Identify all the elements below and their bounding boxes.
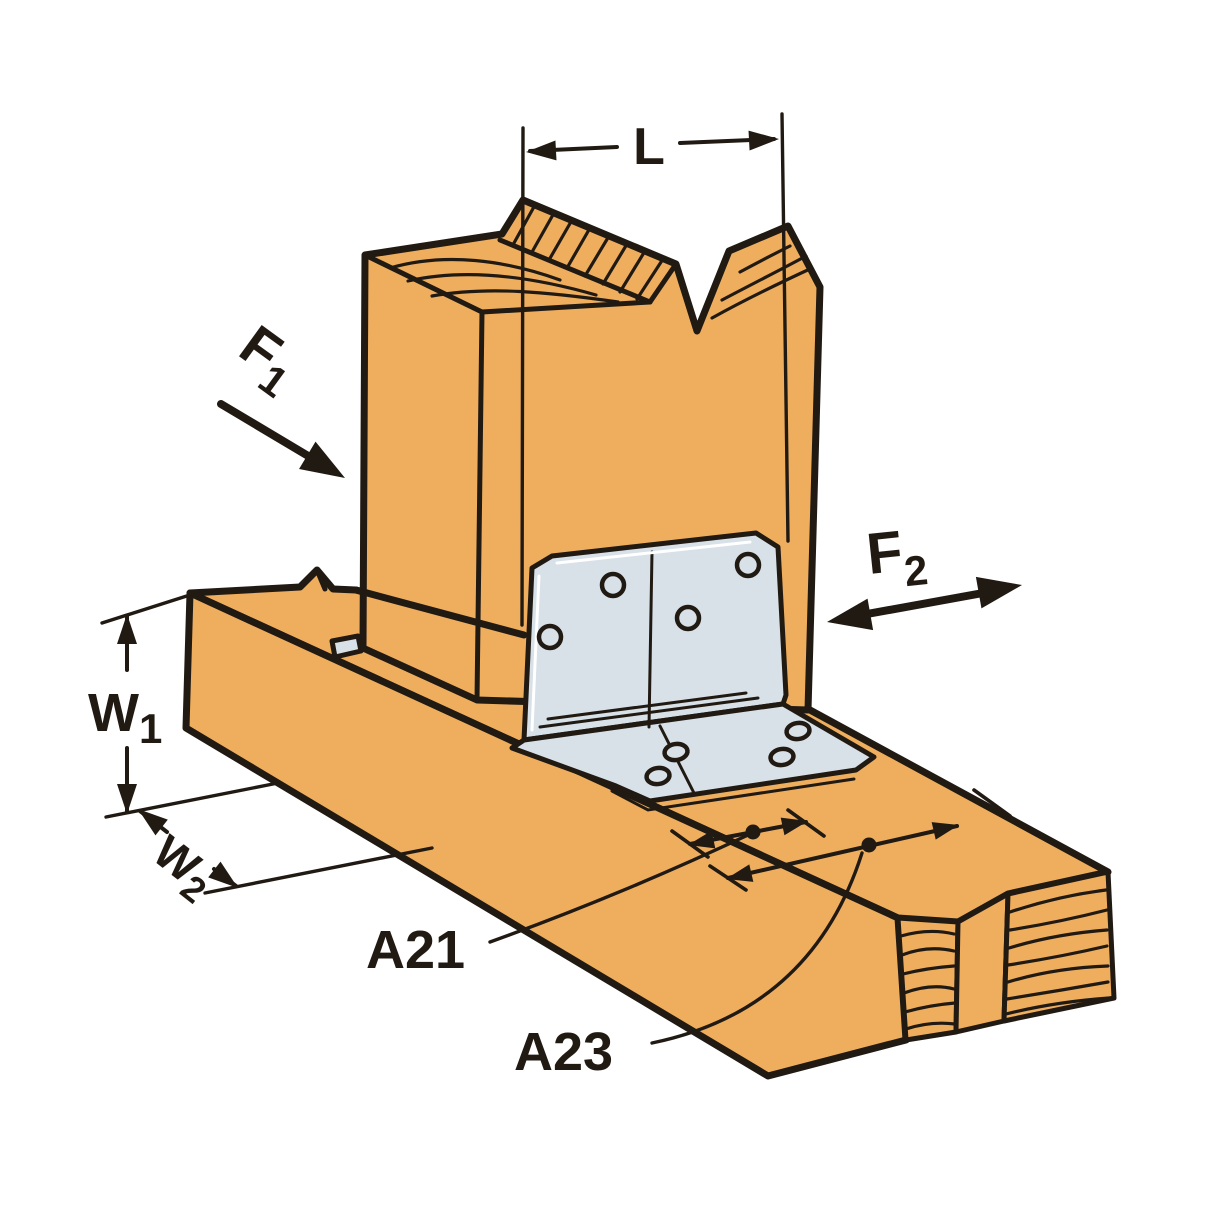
post-right-top-edge [479,299,653,315]
far-dim-arrowhead-right [931,822,959,840]
beam-end-grain-far [1001,869,1117,1024]
A23-leader [650,851,864,1045]
W2-extension-line [203,846,434,895]
L-arrowhead-left [526,140,557,161]
post-top-grain-left [388,257,620,304]
bracket-seam-vertical [647,550,654,729]
label-force-2: F2 [864,516,931,599]
post-band-bottom-edge [497,237,653,305]
bracket-fold-line-2 [546,691,748,721]
post-left-top-edge [362,252,485,315]
far-dim-arrowhead-left [726,864,754,882]
bracket-holes-flange [644,720,812,787]
angle-bracket [509,530,877,812]
beam-front-face [182,589,910,1080]
L-extension-line-right [780,112,790,543]
W2-arrowhead-up [138,809,168,836]
beam-end-grain-near [895,915,961,1043]
beam-grain-lines-near [899,929,957,1031]
far-bracket-flange [329,633,364,660]
W1-arrowhead-up [117,614,137,644]
callout-A23: A23 [514,851,864,1082]
W1-extension-line-bottom [104,781,280,819]
callout-A21: A21 [366,833,750,980]
label-part-far: A23 [514,1022,613,1082]
label-part-near: A21 [366,920,465,980]
F2-arrowhead-left [827,598,874,631]
beam-back-edge-over-post [352,586,528,639]
svg-text:F2: F2 [864,516,931,599]
far-dim-tick-right [972,788,1012,818]
far-leader-dot [861,837,877,853]
W2-arrowhead-down [208,861,238,888]
placement-dim-near [670,808,826,859]
far-dim-line [726,824,959,880]
force-F1: F1 [217,313,345,478]
post-front-corner-edge [474,309,485,703]
F2-arrow-shaft [841,585,1009,622]
F2-arrowhead-right [975,576,1022,609]
label-width-1: W1 [88,683,162,752]
post-top-grain-right [710,244,814,320]
L-arrowhead-right [748,130,779,151]
placement-dim-far [708,788,1012,892]
W1-extension-line-top [100,592,195,625]
L-extension-line-left [520,126,525,627]
bracket-holes-vertical [536,551,762,651]
bracket-edge-highlight-left [530,574,541,732]
dimension-W1: W1 [88,592,280,819]
near-dim-arrowhead-left [688,830,716,849]
near-leader-dot [745,824,761,840]
bracket-flange-thickness [610,777,856,812]
dimension-L: L [520,112,790,627]
bracket-horizontal-flange [509,701,877,804]
svg-text:F1: F1 [222,313,312,407]
bracket-edge-highlight-top [555,540,752,565]
A21-leader [488,833,750,944]
beam-notch-crease [314,567,328,592]
near-dim-arrowhead-right [780,817,808,836]
F1-arrowhead [299,441,345,478]
label-force-1: F1 [222,313,312,407]
label-length: L [633,118,665,176]
post-break-band-stripes [512,203,665,301]
post-band-end-edge [647,261,679,305]
force-F2: F2 [827,516,1022,631]
beam-grain-lines-far [1004,888,1111,1016]
W1-arrowhead-down [117,784,137,814]
